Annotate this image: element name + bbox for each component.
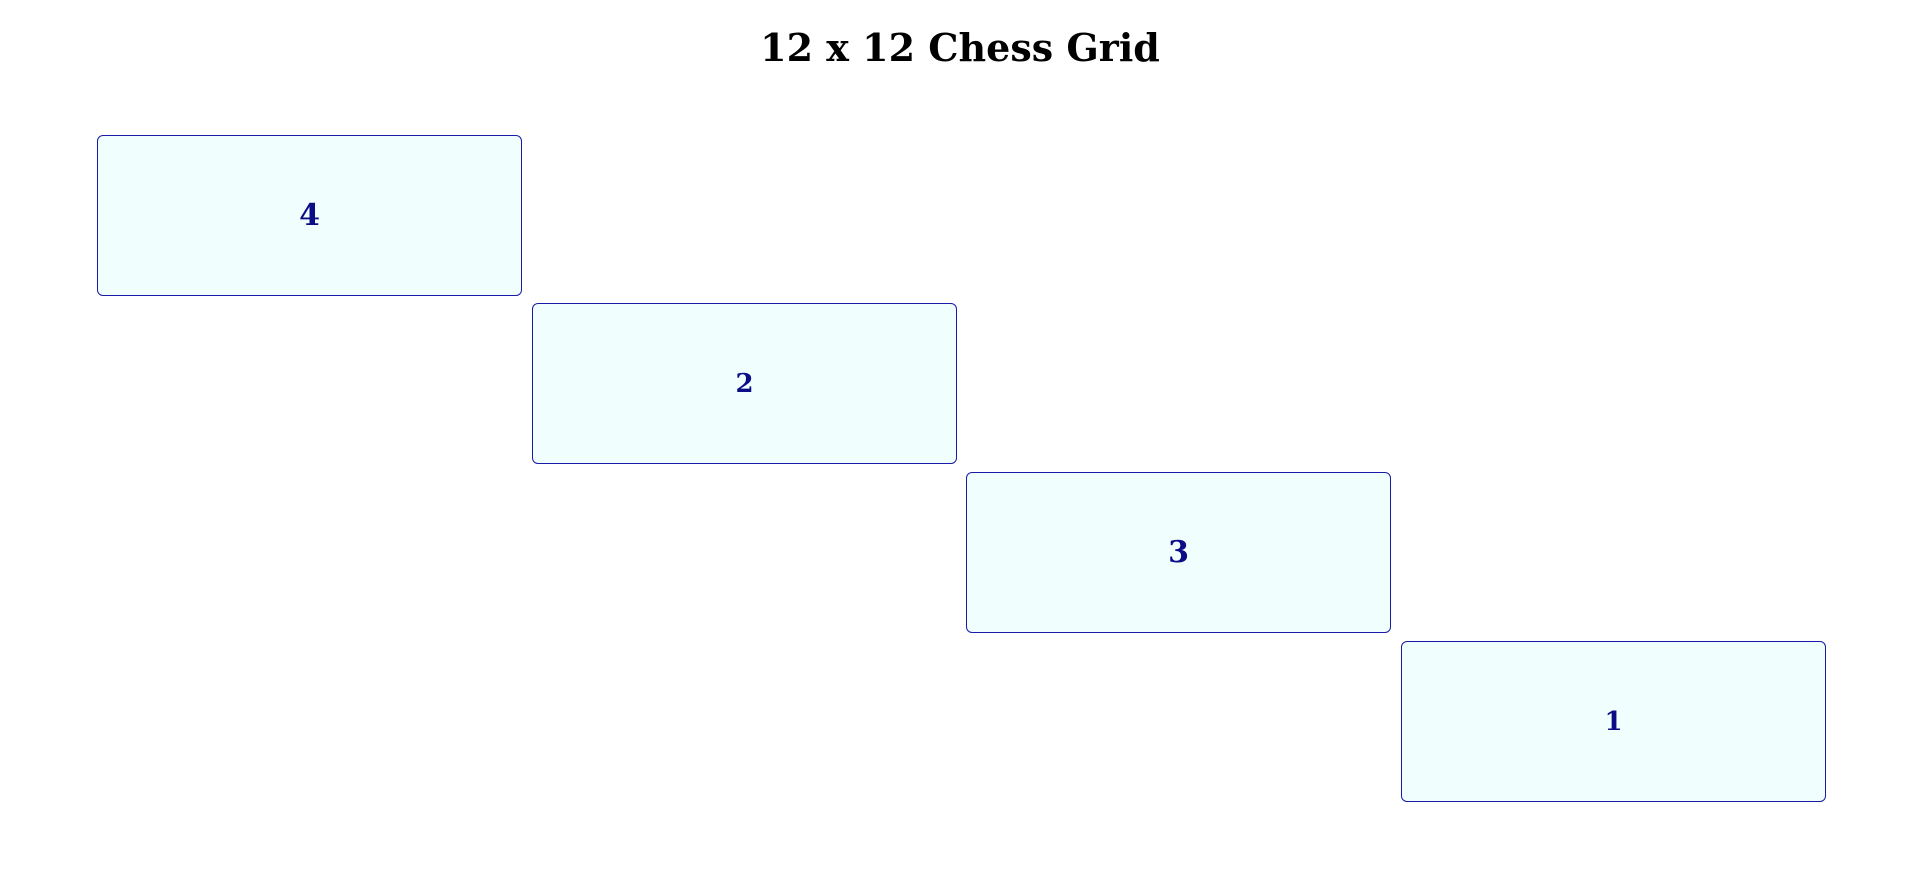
cell-number-label: 4 <box>299 198 320 233</box>
grid-cell-3[interactable]: 3 <box>966 472 1391 633</box>
cell-number-label: 1 <box>1604 706 1623 737</box>
page-title: 12 x 12 Chess Grid <box>760 25 1160 70</box>
grid-cell-2[interactable]: 2 <box>532 303 957 464</box>
cell-number-label: 3 <box>1168 535 1189 570</box>
cell-number-label: 2 <box>735 368 754 399</box>
grid-cell-4[interactable]: 4 <box>97 135 522 296</box>
grid-cell-1[interactable]: 1 <box>1401 641 1826 802</box>
